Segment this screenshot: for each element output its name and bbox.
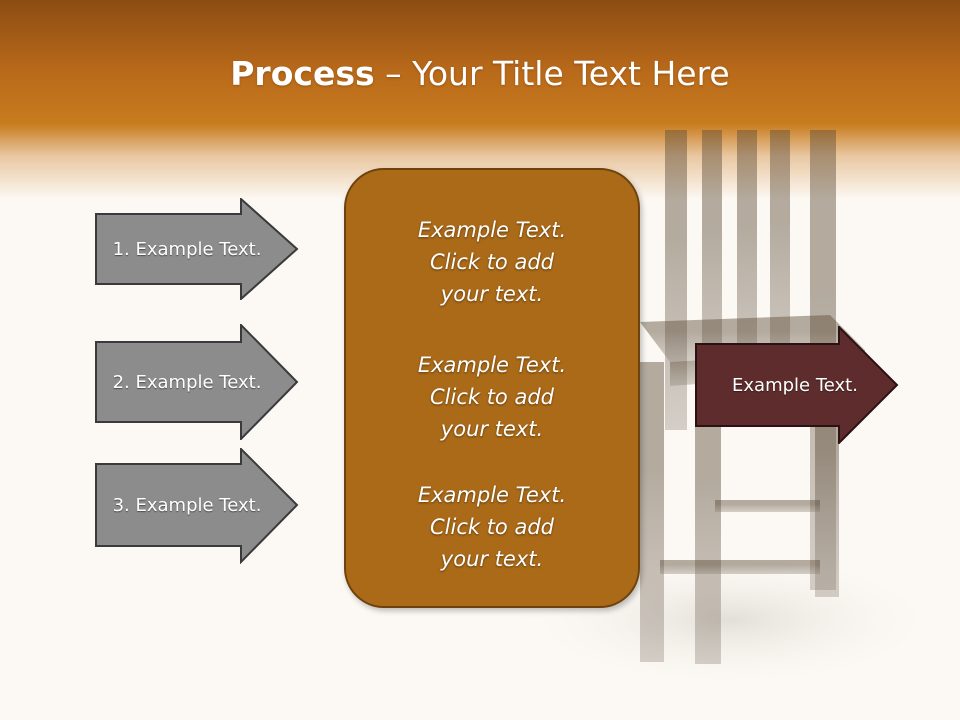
process-line: Click to add	[429, 250, 554, 274]
input-arrow-label: 1. Example Text.	[112, 238, 262, 260]
process-line: Example Text.	[417, 353, 567, 377]
slide-title[interactable]: Process – Your Title Text Here	[0, 52, 960, 96]
process-box[interactable]: Example Text. Click to add your text. Ex…	[344, 168, 640, 608]
output-arrow-label: Example Text.	[732, 374, 858, 396]
input-arrow-3[interactable]: 3. Example Text.	[95, 448, 299, 564]
process-line: Click to add	[429, 385, 554, 409]
input-arrow-label: 3. Example Text.	[112, 494, 262, 516]
title-bold: Process	[230, 54, 375, 93]
input-arrow-label: 2. Example Text.	[112, 371, 262, 393]
process-line: your text.	[440, 547, 544, 571]
process-line: your text.	[440, 282, 544, 306]
process-line: Example Text.	[417, 218, 567, 242]
input-arrow-2[interactable]: 2. Example Text.	[95, 324, 299, 440]
process-paragraph-2: Example Text. Click to add your text.	[346, 349, 638, 445]
arrow-shape-icon	[695, 326, 899, 444]
arrow-shape-icon	[95, 448, 299, 564]
process-line: Example Text.	[417, 483, 567, 507]
process-paragraph-3: Example Text. Click to add your text.	[346, 479, 638, 575]
title-rest: – Your Title Text Here	[374, 54, 730, 93]
input-arrow-1[interactable]: 1. Example Text.	[95, 198, 299, 300]
process-line: Click to add	[429, 515, 554, 539]
arrow-shape-icon	[95, 324, 299, 440]
process-paragraph-1: Example Text. Click to add your text.	[346, 214, 638, 310]
process-line: your text.	[440, 417, 544, 441]
header-band	[0, 0, 960, 200]
arrow-shape-icon	[95, 198, 299, 300]
output-arrow[interactable]: Example Text.	[695, 326, 899, 444]
